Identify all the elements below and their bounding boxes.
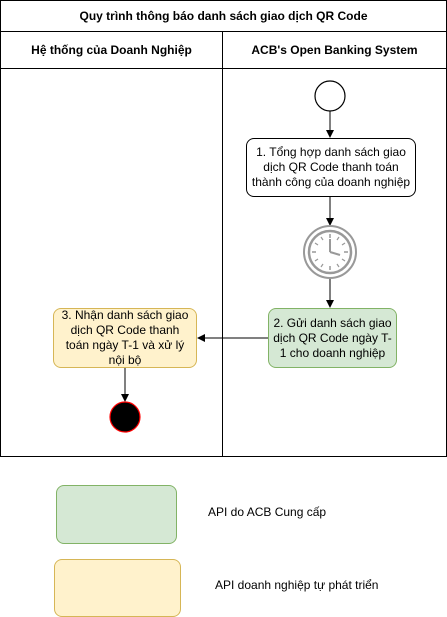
legend-acb-api-label: API do ACB Cung cấp [208,505,327,519]
legend-enterprise-api-label: API doanh nghiệp tự phát triển [215,578,379,592]
step3-receive-and-process: 3. Nhận danh sách giao dịch QR Code than… [53,308,197,368]
legend-acb-api-swatch [56,485,177,544]
lane-divider [222,68,223,457]
end-circle-icon [109,401,141,433]
clock-icon [303,225,357,279]
step1-aggregate-transactions: 1. Tổng hợp danh sách giao dịch QR Code … [246,138,416,197]
legend-enterprise-api-swatch [54,559,181,617]
start-circle-icon [314,80,346,112]
step2-send-transaction-list: 2. Gửi danh sách giao dịch QR Code ngày … [268,308,397,368]
